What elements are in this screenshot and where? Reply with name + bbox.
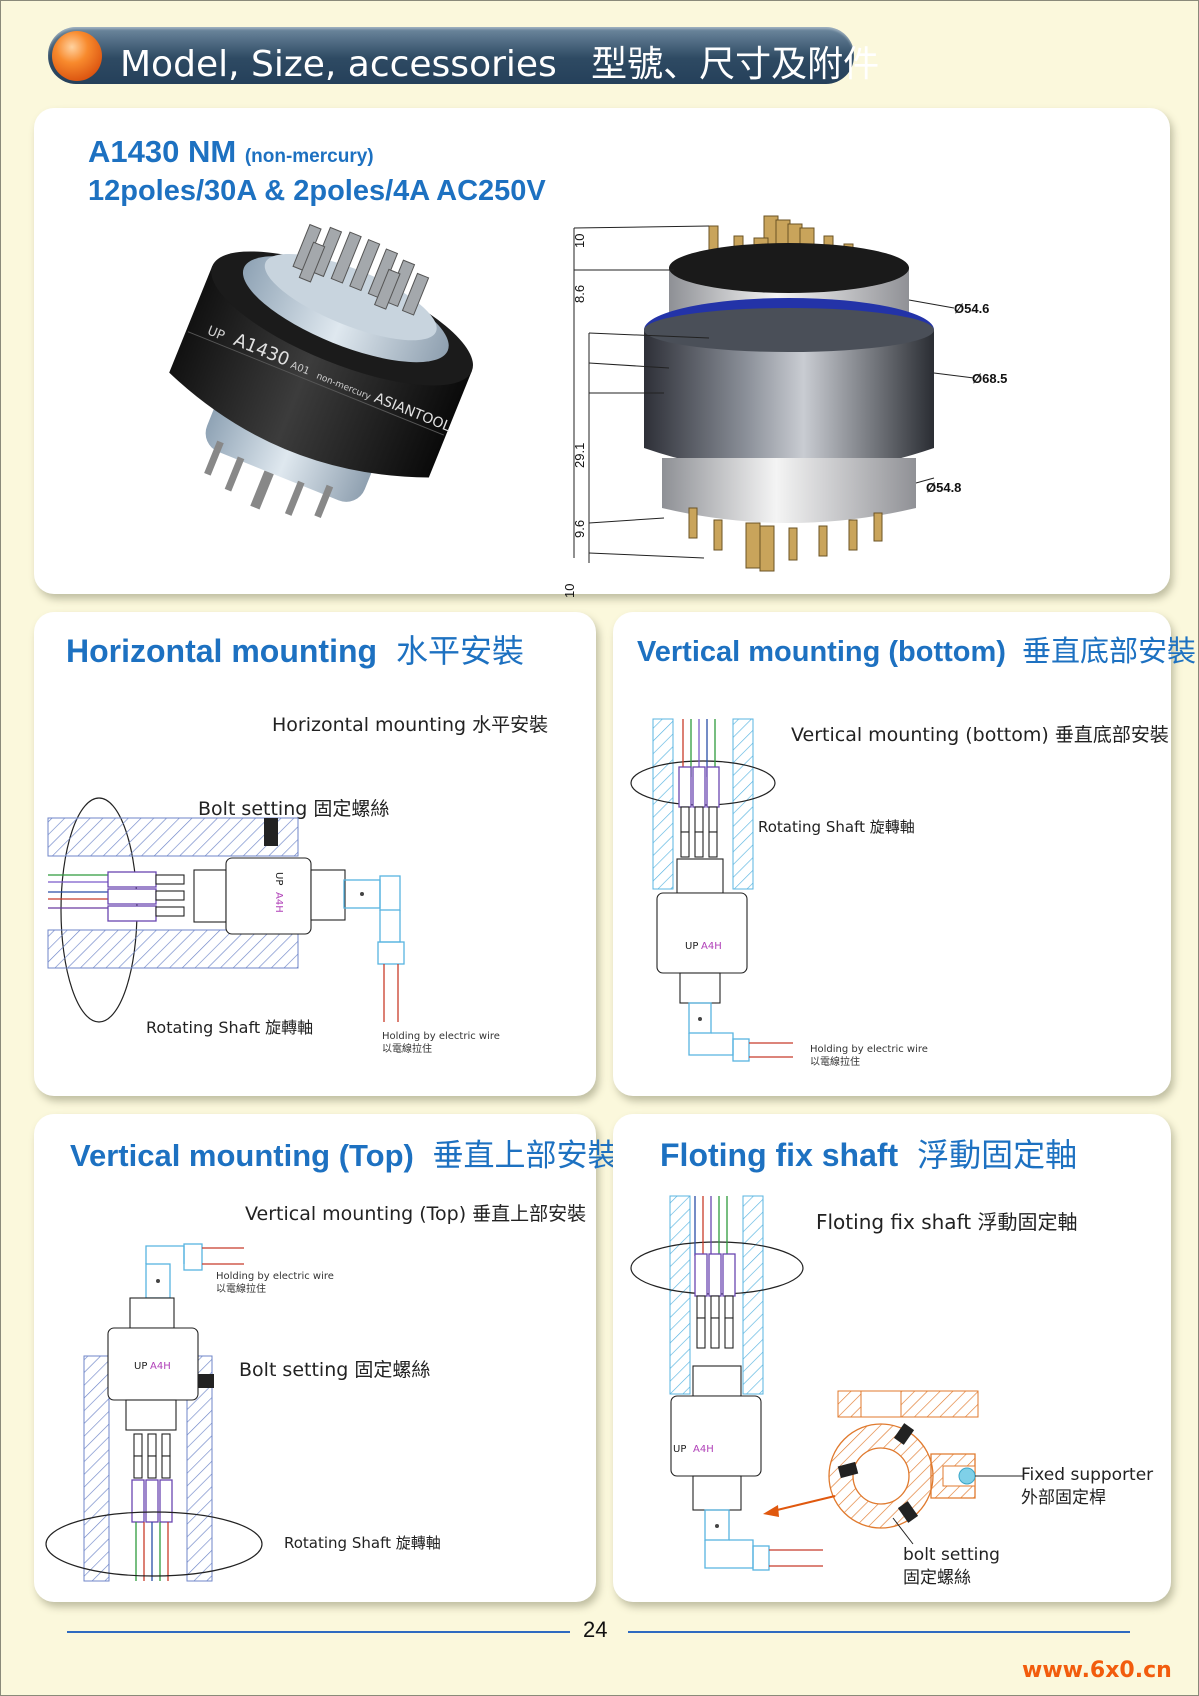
body-up-mark: UP <box>205 324 227 344</box>
vertical-bottom-shaft-label: Rotating Shaft 旋轉軸 <box>758 818 915 836</box>
product-spec: 12poles/30A & 2poles/4A AC250V <box>88 175 546 207</box>
vertical-top-title-cn: 垂直上部安裝 <box>432 1138 619 1174</box>
horizontal-shaft-label: Rotating Shaft 旋轉軸 <box>146 1018 314 1037</box>
vertical-bottom-caption: Vertical mounting (bottom) 垂直底部安裝 <box>791 724 1169 746</box>
horizontal-title-cn: 水平安裝 <box>395 632 524 670</box>
floating-title-cn: 浮動固定軸 <box>917 1136 1078 1174</box>
product-photo: UP A1430 A01 non-mercury ASIANTOOL <box>169 223 473 519</box>
footer-rule-left <box>67 1631 570 1633</box>
horizontal-mounting-diagram: UP A4H <box>47 797 405 1023</box>
vertical-top-wire-label: Holding by electric wire 以電線拉住 <box>216 1271 334 1295</box>
dim-d2: Ø68.5 <box>972 371 1007 386</box>
vertical-bottom-wire-label: Holding by electric wire 以電線拉住 <box>810 1044 928 1068</box>
product-model: A1430 NM (non-mercury) <box>88 134 374 170</box>
floating-caption: Floting fix shaft 浮動固定軸 <box>816 1210 1078 1234</box>
vertical-bottom-title: Vertical mounting (bottom) 垂直底部安裝 <box>637 628 1196 670</box>
vertical-top-card: Vertical mounting (Top) 垂直上部安裝 Vertical … <box>34 1114 619 1602</box>
horizontal-title: Horizontal mounting 水平安裝 <box>66 626 524 672</box>
vertical-top-title-en: Vertical mounting (Top) <box>70 1138 414 1173</box>
vertical-top-shaft-label: Rotating Shaft 旋轉軸 <box>284 1534 441 1552</box>
horizontal-wire-label: Holding by electric wire 以電線拉住 <box>382 1031 500 1055</box>
floating-bolt-label: bolt setting 固定螺絲 <box>903 1545 1000 1588</box>
vertical-bottom-unit-code: A4H <box>701 941 722 952</box>
floating-title: Floting fix shaft 浮動固定軸 <box>660 1130 1077 1176</box>
horizontal-caption: Horizontal mounting 水平安裝 <box>272 714 549 736</box>
dim-h3: 29.1 <box>572 443 587 468</box>
floating-shaft-card: Floting fix shaft 浮動固定軸 Floting fix shaf… <box>613 1114 1171 1602</box>
page-number: 24 <box>583 1617 608 1642</box>
vertical-top-unit-code: A4H <box>150 1361 171 1372</box>
dim-h1: 10 <box>572 234 587 248</box>
dim-h5: 10 <box>562 584 577 598</box>
vertical-bottom-diagram: UP A4H <box>630 718 793 1062</box>
vertical-bottom-card: Vertical mounting (bottom) 垂直底部安裝 Vertic… <box>613 612 1196 1096</box>
horizontal-bolt-label: Bolt setting 固定螺絲 <box>198 798 390 820</box>
vertical-bottom-title-en: Vertical mounting (bottom) <box>637 636 1006 668</box>
horizontal-mounting-card: Horizontal mounting 水平安裝 Horizontal moun… <box>34 612 596 1096</box>
floating-unit-code: A4H <box>693 1444 714 1455</box>
floating-title-en: Floting fix shaft <box>660 1137 899 1173</box>
horizontal-unit-up: UP <box>273 872 284 885</box>
vertical-bottom-title-cn: 垂直底部安裝 <box>1022 634 1197 668</box>
section-title: Model, Size, accessories 型號、尺寸及附件 <box>120 44 880 85</box>
vertical-top-unit-up: UP <box>134 1361 147 1372</box>
site-watermark: www.6x0.cn <box>1022 1658 1172 1683</box>
fixed-supporter-label: Fixed supporter 外部固定桿 <box>1021 1465 1154 1508</box>
horizontal-title-en: Horizontal mounting <box>66 633 378 669</box>
vertical-top-title: Vertical mounting (Top) 垂直上部安裝 <box>70 1130 619 1175</box>
product-card: A1430 NM (non-mercury) 12poles/30A & 2po… <box>34 108 1170 598</box>
floating-shaft-diagram: UP A4H <box>630 1195 1023 1571</box>
orange-bullet-icon <box>52 31 102 81</box>
vertical-top-caption: Vertical mounting (Top) 垂直上部安裝 <box>245 1203 587 1225</box>
model-name: A1430 NM <box>88 134 237 169</box>
horizontal-unit-code: A4H <box>273 892 284 913</box>
vertical-bottom-unit-up: UP <box>685 941 698 952</box>
section-header: Model, Size, accessories 型號、尺寸及附件 <box>48 27 879 85</box>
dim-h4: 9.6 <box>572 520 587 538</box>
dimension-drawing: 10 8.6 29.1 9.6 10 Ø54.6 Ø68.5 Ø54.8 <box>562 215 1007 598</box>
vertical-top-bolt-label: Bolt setting 固定螺絲 <box>239 1359 431 1381</box>
footer-rule-right <box>628 1631 1130 1633</box>
vertical-top-diagram: UP A4H <box>45 1243 263 1582</box>
dim-h2: 8.6 <box>572 285 587 303</box>
model-note: (non-mercury) <box>244 146 374 167</box>
dim-d1: Ø54.6 <box>954 301 989 316</box>
floating-unit-up: UP <box>673 1444 686 1455</box>
dim-d3: Ø54.8 <box>926 480 961 495</box>
